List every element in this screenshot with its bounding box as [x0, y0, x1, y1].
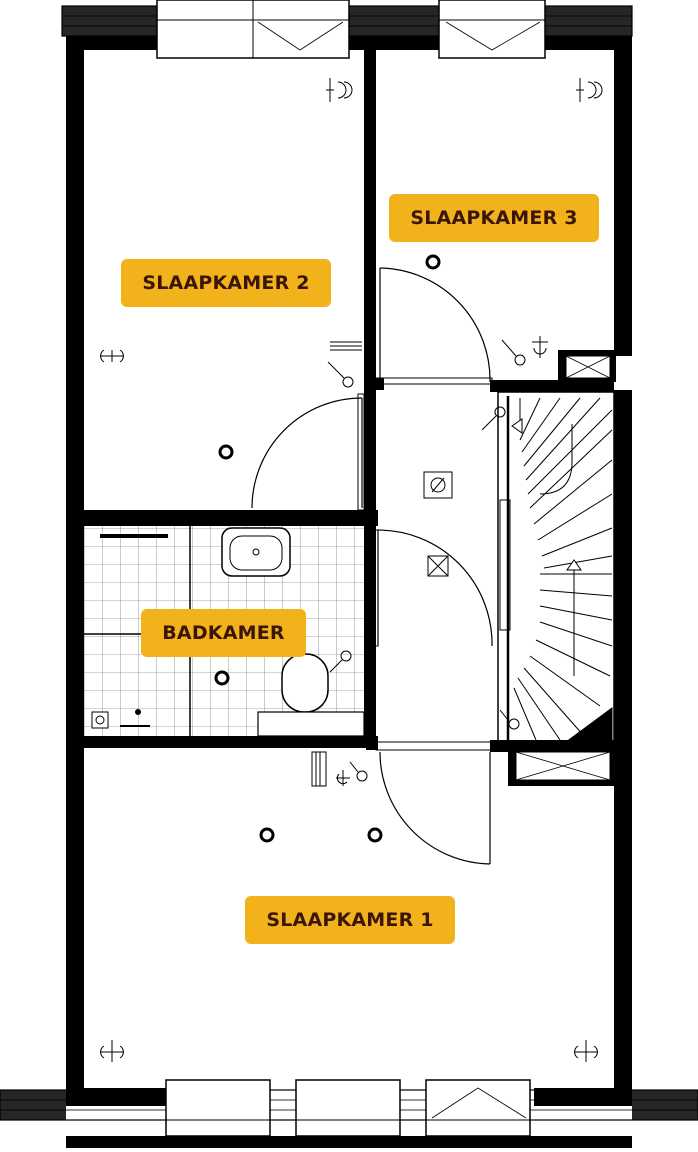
outer-walls	[66, 36, 632, 1088]
label-badkamer: BADKAMER	[141, 609, 306, 657]
shaft-top	[558, 350, 616, 382]
label-slaapkamer-1: SLAAPKAMER 1	[245, 896, 455, 944]
bottom-windows	[165, 1079, 531, 1137]
door-slaapkamer-3	[375, 267, 493, 385]
light-points	[214, 254, 441, 843]
landing-fixtures	[423, 471, 453, 577]
door-badkamer	[369, 529, 493, 647]
top-facade	[61, 5, 633, 37]
shaft-bottom	[508, 746, 616, 786]
top-window-right	[438, 0, 546, 59]
staircase	[497, 391, 615, 743]
bottom-facade	[0, 1088, 698, 1148]
label-slaapkamer-2: SLAAPKAMER 2	[121, 259, 331, 307]
bathroom-fixtures	[84, 526, 365, 737]
label-slaapkamer-3: SLAAPKAMER 3	[389, 194, 599, 242]
door-slaapkamer-2	[251, 393, 365, 511]
door-slaapkamer-1	[375, 741, 493, 865]
top-window-left	[156, 0, 350, 59]
electrical-sockets	[100, 78, 603, 1062]
